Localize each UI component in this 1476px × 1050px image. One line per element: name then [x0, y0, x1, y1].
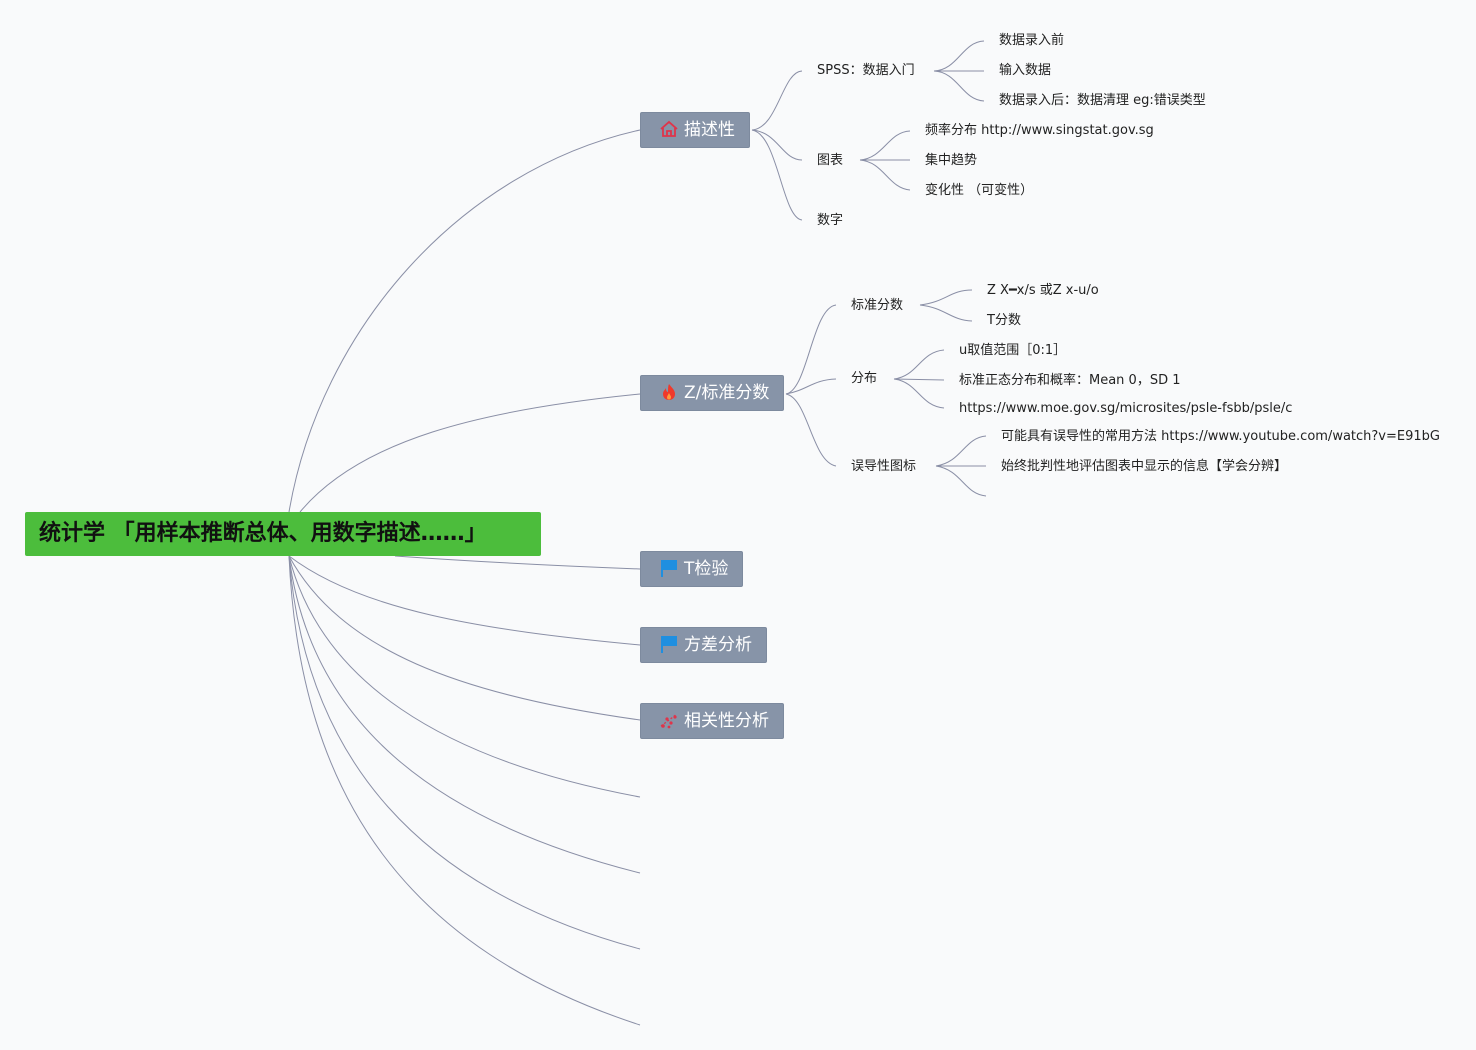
central-topic[interactable]: 统计学 「用样本推断总体、用数字描述……」: [25, 512, 541, 556]
leaf-variability[interactable]: 变化性 （可变性）: [925, 183, 1034, 198]
leaf-central-tendency[interactable]: 集中趋势: [925, 153, 978, 168]
topic-label: 方差分析: [684, 635, 752, 655]
topic-label: Z/标准分数: [684, 383, 770, 403]
fire-icon: [658, 383, 680, 401]
leaf-spss-before[interactable]: 数据录入前: [999, 33, 1065, 48]
home-icon: [658, 120, 680, 138]
leaf-moe-link[interactable]: https://www.moe.gov.sg/microsites/psle-f…: [959, 401, 1293, 416]
leaf-normal-distribution[interactable]: 标准正态分布和概率：Mean 0，SD 1: [959, 373, 1181, 388]
flag-icon: [658, 635, 680, 653]
link-root-empty-2: [288, 555, 641, 874]
subtopic-distribution[interactable]: 分布: [851, 371, 878, 386]
topic-anova[interactable]: 方差分析: [640, 627, 767, 663]
link-root-descriptive: [288, 129, 641, 513]
subtopic-misleading-charts[interactable]: 误导性图标: [851, 459, 917, 474]
topic-descriptive[interactable]: 描述性: [640, 112, 750, 148]
leaf-spss-input[interactable]: 输入数据: [999, 63, 1052, 78]
subtopic-charts[interactable]: 图表: [817, 153, 844, 168]
leaf-z-formula[interactable]: Z X━x/s 或Z x-u/o: [987, 283, 1099, 298]
flag-icon: [658, 559, 680, 577]
link-root-empty-1: [288, 555, 641, 798]
topic-label: 相关性分析: [684, 711, 769, 731]
topic-correlation[interactable]: 相关性分析: [640, 703, 784, 739]
link-root-empty-4: [288, 555, 641, 1026]
scatter-icon: [658, 711, 680, 729]
link-root-ttest: [394, 555, 641, 570]
link-root-zscore: [299, 393, 641, 513]
subtopic-numbers[interactable]: 数字: [817, 213, 844, 228]
leaf-frequency[interactable]: 频率分布 http://www.singstat.gov.sg: [925, 123, 1154, 138]
topic-ttest[interactable]: T检验: [640, 551, 744, 587]
leaf-t-score[interactable]: T分数: [987, 313, 1021, 328]
topic-label: T检验: [684, 559, 729, 579]
leaf-misleading-methods[interactable]: 可能具有误导性的常用方法 https://www.youtube.com/wat…: [1001, 429, 1440, 444]
subtopic-spss[interactable]: SPSS：数据入门: [817, 63, 915, 78]
subtopic-standard-score[interactable]: 标准分数: [851, 298, 904, 313]
leaf-u-range[interactable]: u取值范围［0:1］: [959, 343, 1067, 358]
topic-zscore[interactable]: Z/标准分数: [640, 375, 785, 411]
link-root-anova: [288, 555, 641, 646]
link-root-empty-3: [288, 555, 641, 950]
leaf-critical-evaluation[interactable]: 始终批判性地评估图表中显示的信息【学会分辨】: [1001, 459, 1288, 474]
topic-label: 描述性: [684, 120, 735, 140]
leaf-spss-after[interactable]: 数据录入后：数据清理 eg:错误类型: [999, 93, 1206, 108]
link-root-correlation: [288, 555, 641, 721]
